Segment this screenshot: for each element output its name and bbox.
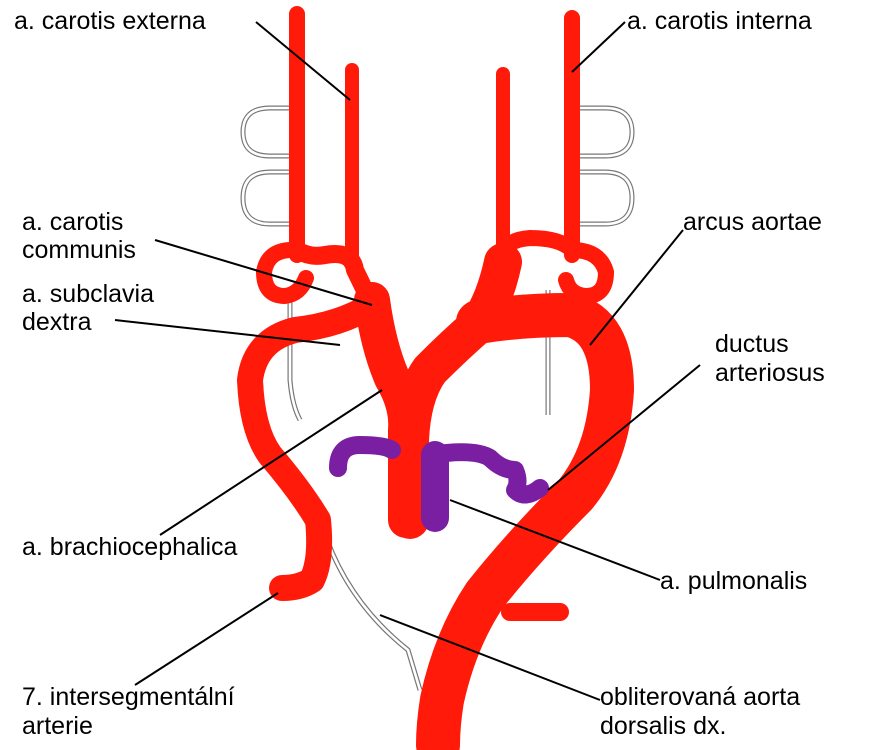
obliterated-dorsal-aorta-outline	[322, 525, 420, 690]
left-pulmonary-branch	[338, 445, 392, 468]
label-obliterovana-1: obliterovaná aorta	[600, 683, 800, 711]
label-subclavia-1: a. subclavia	[22, 280, 154, 308]
label-carotis-communis-1: a. carotis	[22, 208, 123, 236]
label-intersegmentalni-1: 7. intersegmentální	[22, 683, 235, 711]
pulmonary-system	[338, 445, 540, 518]
aortic-arch-outer	[438, 315, 612, 745]
label-carotis-externa: a. carotis externa	[14, 7, 206, 35]
label-ductus-2: arteriosus	[715, 359, 825, 387]
label-carotis-interna: a. carotis interna	[627, 7, 812, 35]
label-ductus-1: ductus	[715, 330, 789, 358]
label-obliterovana-2: dorsalis dx.	[600, 712, 726, 740]
left-arch-loop	[566, 250, 606, 296]
label-intersegmentalni-2: arterie	[22, 712, 93, 740]
label-pulmonalis: a. pulmonalis	[660, 567, 807, 595]
label-arcus-aortae: arcus aortae	[683, 208, 822, 236]
label-subclavia-2: dextra	[22, 308, 92, 336]
label-carotis-communis-2: communis	[22, 236, 136, 264]
label-brachiocephalica: a. brachiocephalica	[22, 533, 238, 561]
right-arch-loop	[264, 250, 306, 296]
